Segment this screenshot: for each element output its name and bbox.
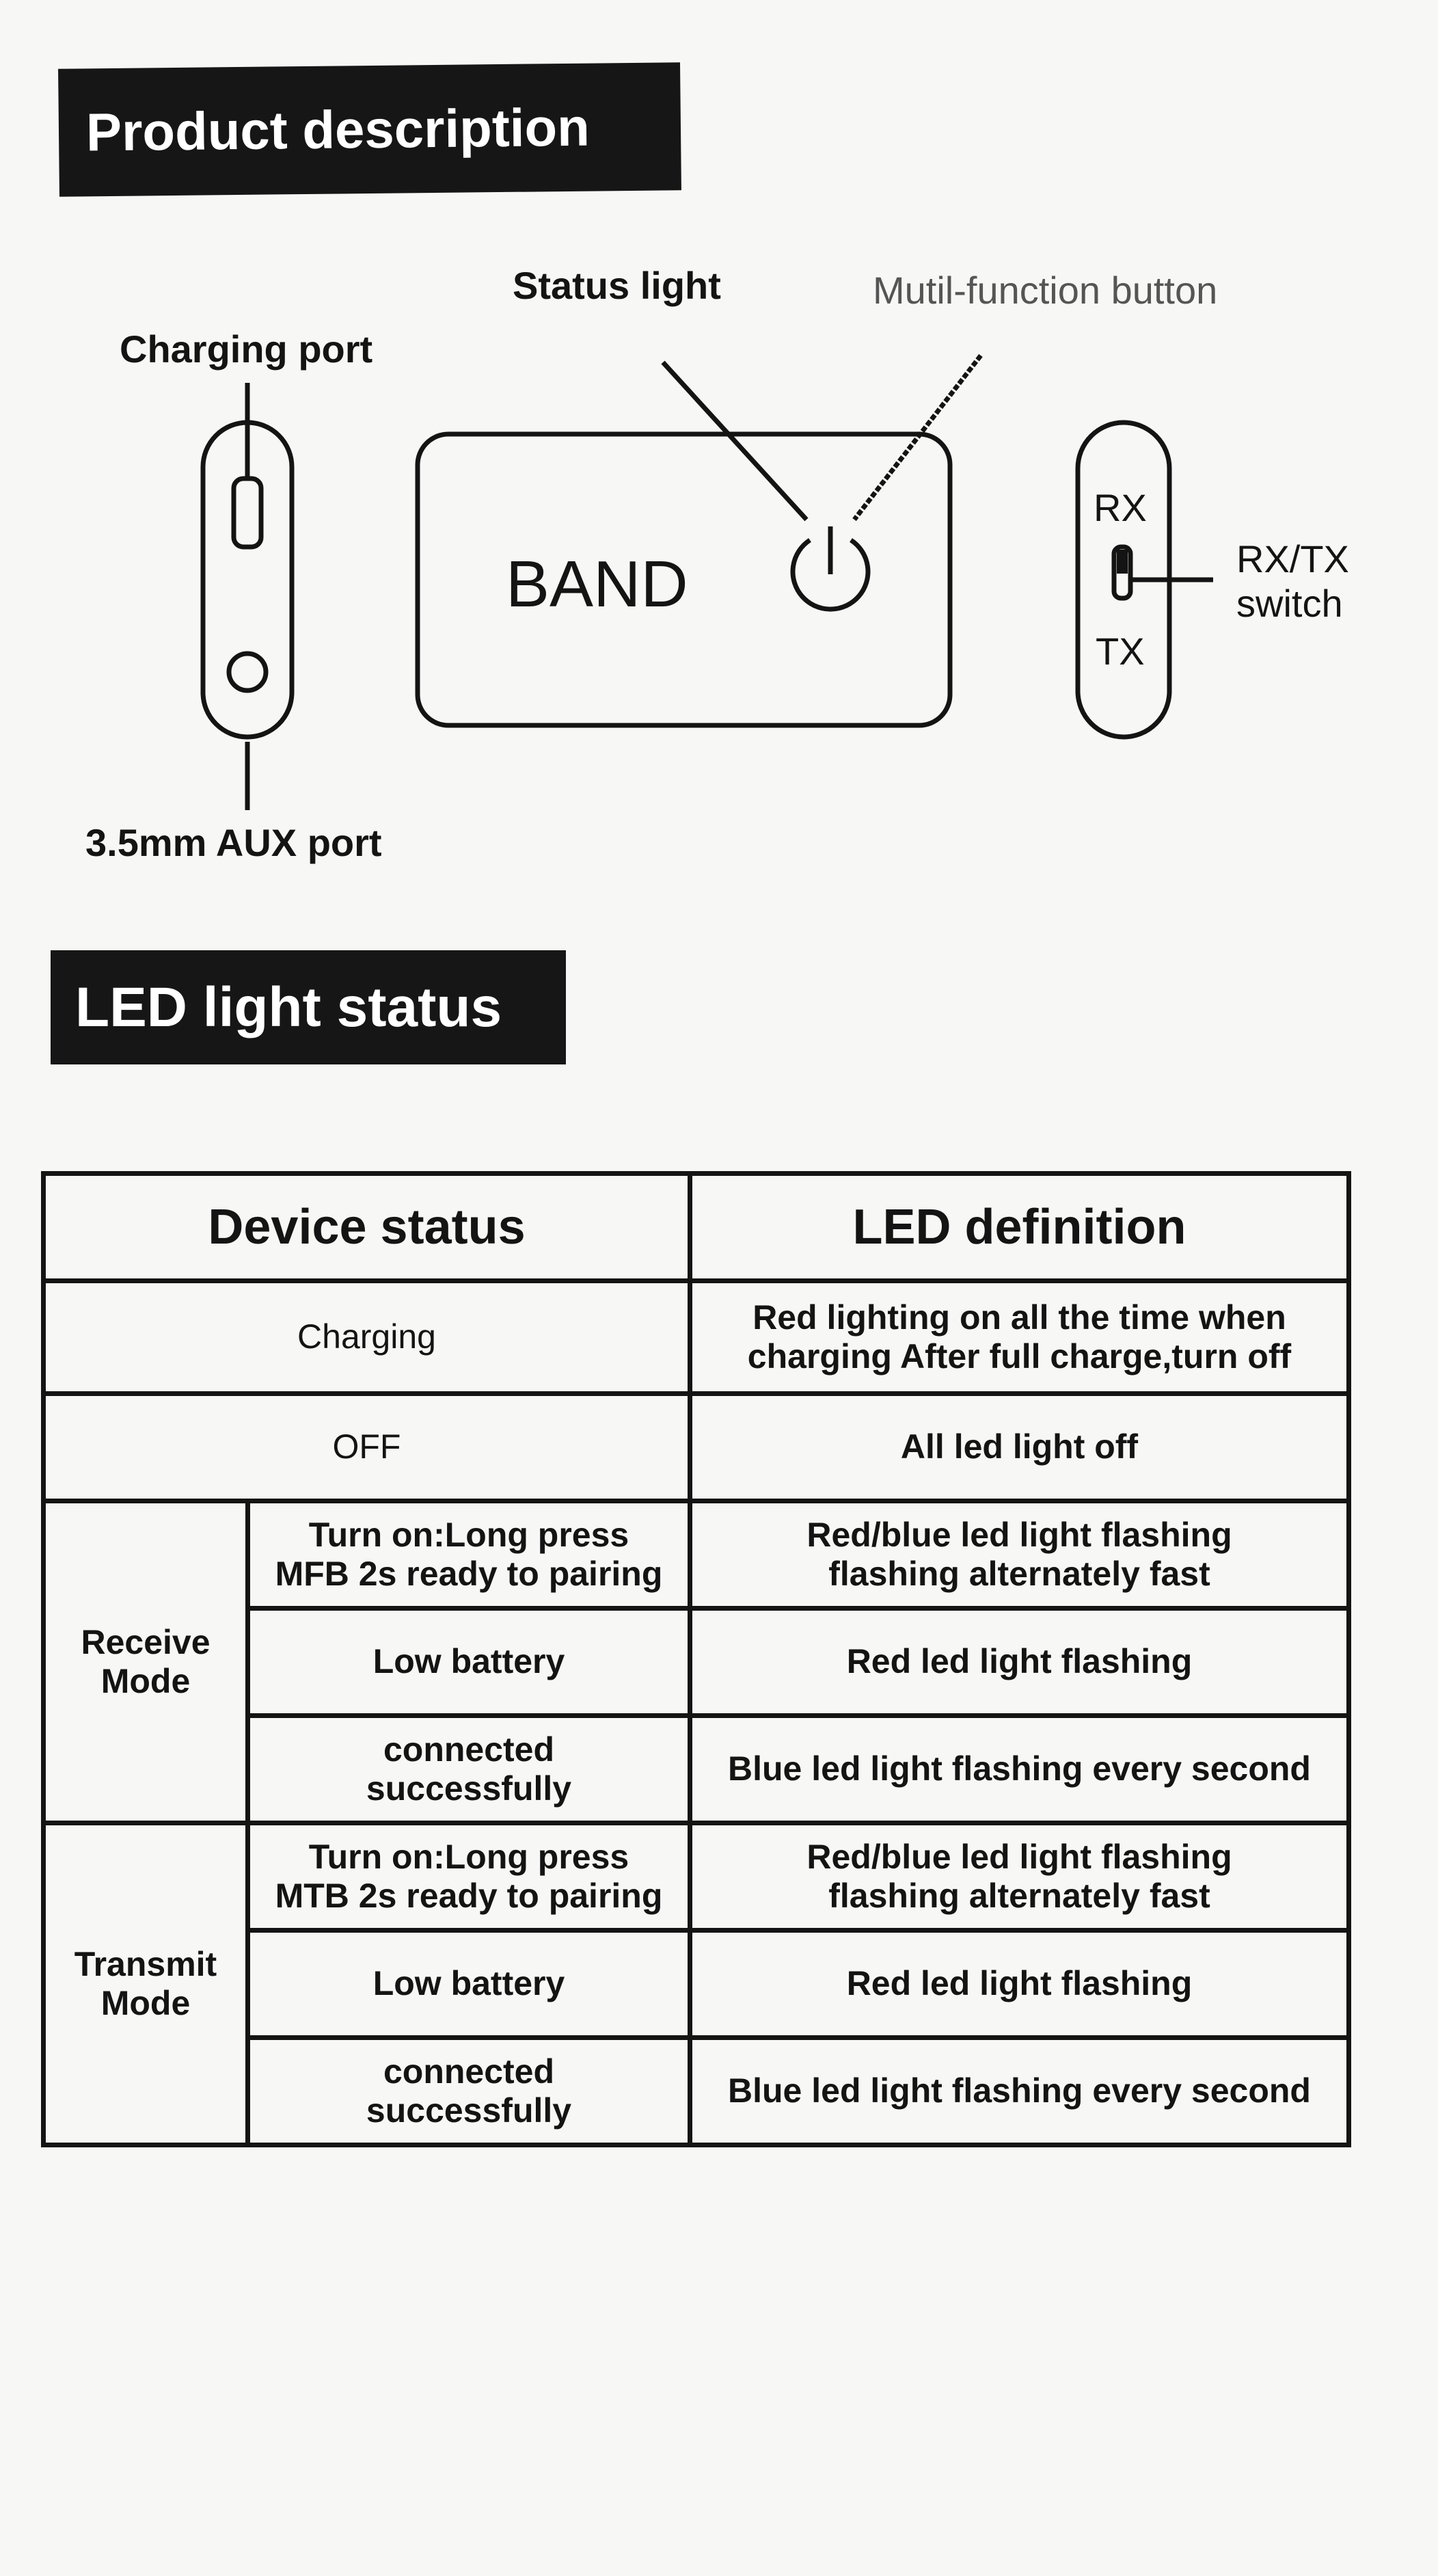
rx-tx-switch-label-line1: RX/TX bbox=[1236, 537, 1349, 580]
table-header-row: Device status LED definition bbox=[41, 1171, 1351, 1283]
aux-jack-icon bbox=[226, 651, 269, 693]
table-row: OFF All led light off bbox=[41, 1391, 1351, 1503]
led-cell: Blue led light flashing every second bbox=[688, 2035, 1351, 2147]
band-body bbox=[415, 431, 953, 728]
tx-label: TX bbox=[1096, 630, 1145, 673]
status-cell: Low battery bbox=[245, 1606, 692, 1718]
status-light-label: Status light bbox=[513, 264, 721, 307]
status-cell: Low battery bbox=[245, 1928, 692, 2040]
header-device-status: Device status bbox=[41, 1171, 692, 1283]
aux-port-label: 3.5mm AUX port bbox=[85, 821, 382, 864]
heading-text: LED light status bbox=[75, 976, 502, 1038]
power-icon bbox=[790, 526, 871, 612]
led-cell: Blue led light flashing every second bbox=[688, 1713, 1351, 1825]
status-cell: Charging bbox=[41, 1278, 692, 1396]
device-name-label: BAND bbox=[506, 548, 688, 621]
rx-tx-switch-label-line2: switch bbox=[1236, 582, 1343, 625]
led-cell: All led light off bbox=[688, 1391, 1351, 1503]
charging-port-label: Charging port bbox=[120, 327, 373, 371]
table-row: Low battery Red led light flashing bbox=[44, 1928, 1351, 2040]
multi-function-button-label: Mutil-function button bbox=[873, 269, 1218, 312]
usb-port-icon bbox=[231, 476, 264, 550]
table-row: Charging Red lighting on all the time wh… bbox=[41, 1278, 1351, 1396]
led-status-heading: LED light status bbox=[51, 950, 566, 1064]
table-row: Low battery Red led light flashing bbox=[44, 1606, 1351, 1718]
device-diagram bbox=[200, 353, 1213, 810]
led-status-table: Device status LED definition Charging Re… bbox=[41, 1171, 1351, 2147]
header-led-definition: LED definition bbox=[688, 1171, 1351, 1283]
slide-switch-icon bbox=[1111, 544, 1133, 601]
led-cell: Red led light flashing bbox=[688, 1606, 1351, 1718]
rx-label: RX bbox=[1094, 486, 1147, 529]
led-cell: Red led light flashing bbox=[688, 1928, 1351, 2040]
status-cell: OFF bbox=[41, 1391, 692, 1503]
